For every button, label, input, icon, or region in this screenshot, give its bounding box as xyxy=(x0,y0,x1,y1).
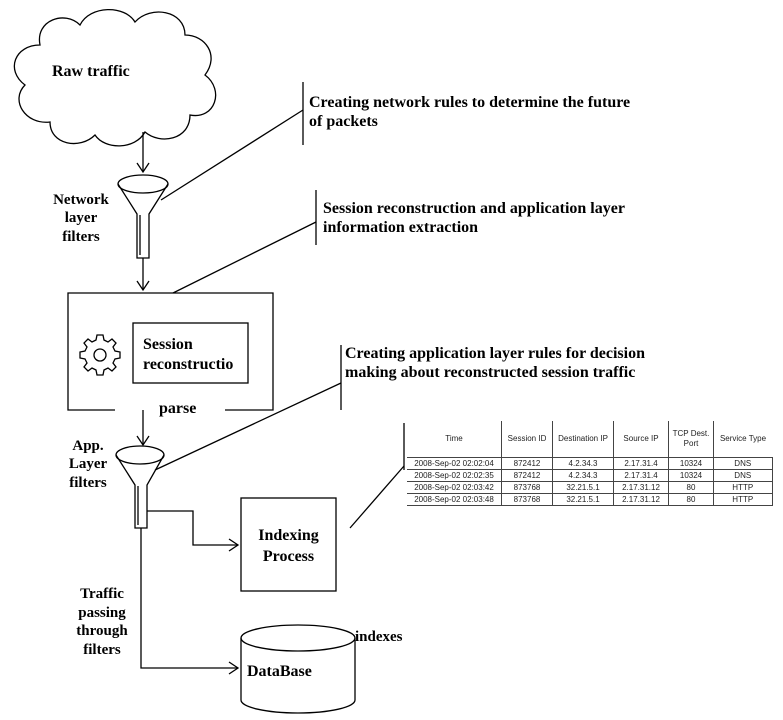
table-cell: 4.2.34.3 xyxy=(552,469,614,482)
network-rules-note-line1: Creating network rules to determine the … xyxy=(309,94,631,111)
gear-icon xyxy=(79,334,121,376)
table-cell: 32.21.5.1 xyxy=(552,481,614,494)
table-cell: 32.21.5.1 xyxy=(552,493,614,506)
table-cell: HTTP xyxy=(713,493,773,506)
table-cell: 873768 xyxy=(501,493,553,506)
table-cell: 2008-Sep-02 02:02:04 xyxy=(407,457,502,470)
callout-indexes xyxy=(349,423,405,529)
app-filters-label-line3: filters xyxy=(69,475,107,491)
app-funnel-icon xyxy=(115,445,165,529)
table-cell: 872412 xyxy=(501,457,553,470)
table-cell: 2008-Sep-02 02:02:35 xyxy=(407,469,502,482)
session-inner-box xyxy=(132,322,249,384)
callout-session xyxy=(172,190,317,294)
traffic-passing-label-line4: filters xyxy=(83,642,121,658)
network-filters-label-line3: filters xyxy=(62,229,100,245)
traffic-passing-label-line2: passing xyxy=(78,605,126,621)
table-cell: 2.17.31.12 xyxy=(613,481,669,494)
indexing-label-line1: Indexing xyxy=(258,527,319,544)
table-cell: 10324 xyxy=(668,469,714,482)
traffic-passing-label-line1: Traffic xyxy=(80,586,124,602)
table-cell: 873768 xyxy=(501,481,553,494)
table-cell: 4.2.34.3 xyxy=(552,457,614,470)
table-cell: 872412 xyxy=(501,469,553,482)
column-header-time: Time xyxy=(445,434,463,443)
network-rules-note-line2: of packets xyxy=(309,113,378,130)
callout-app-rules xyxy=(154,345,342,471)
callout-network-rules xyxy=(160,82,304,201)
table-cell: 2.17.31.12 xyxy=(613,493,669,506)
session-box-frame xyxy=(67,292,274,411)
table-row: 2008-Sep-02 02:02:04 872412 4.2.34.3 2.1… xyxy=(407,457,773,470)
session-note-line1: Session reconstruction and application l… xyxy=(323,200,625,217)
table-cell: 80 xyxy=(668,493,714,506)
session-box-label-line1: Session xyxy=(143,336,193,353)
table-row: 2008-Sep-02 02:03:42 873768 32.21.5.1 2.… xyxy=(407,481,773,494)
column-header-session-id: Session ID xyxy=(501,421,553,458)
indexing-label-line2: Process xyxy=(262,548,315,565)
session-log-table: Time Session ID Destination IP Source IP… xyxy=(407,421,773,506)
table-cell: DNS xyxy=(713,469,773,482)
column-header-service-type: Service Type xyxy=(713,421,772,458)
app-rules-note-line2: making about reconstructed session traff… xyxy=(345,364,636,381)
table-cell: 80 xyxy=(668,481,714,494)
table-cell: 10324 xyxy=(668,457,714,470)
table-cell: 2008-Sep-02 02:03:42 xyxy=(407,481,502,494)
column-header-source-ip: Source IP xyxy=(613,421,669,458)
traffic-passing-label-line3: through xyxy=(76,623,128,639)
network-filters-label-line1: Network xyxy=(53,192,109,208)
column-header-tcp-dest-port: TCP Dest. Port xyxy=(668,421,714,458)
indexing-box xyxy=(240,497,337,592)
column-header-destination-ip: Destination IP xyxy=(552,421,614,458)
database-label: DataBase xyxy=(247,663,312,680)
network-funnel-icon xyxy=(117,174,169,259)
app-rules-note-line1: Creating application layer rules for dec… xyxy=(345,345,645,362)
table-cell: 2.17.31.4 xyxy=(613,457,669,470)
table-cell: HTTP xyxy=(713,481,773,494)
indexes-label: indexes xyxy=(355,629,403,645)
table-row: 2008-Sep-02 02:02:35 872412 4.2.34.3 2.1… xyxy=(407,469,773,482)
table-row: 2008-Sep-02 02:03:48 873768 32.21.5.1 2.… xyxy=(407,493,773,506)
cloud-icon xyxy=(13,9,217,147)
table-header-row: Time Session ID Destination IP Source IP… xyxy=(407,421,772,458)
app-filters-label-line2: Layer xyxy=(68,456,108,472)
parse-label: parse xyxy=(159,400,197,417)
app-filters-label-line1: App. xyxy=(72,438,104,454)
database-cylinder-icon xyxy=(240,624,356,714)
raw-traffic-label: Raw traffic xyxy=(52,63,130,80)
session-box-label-line2: reconstructio xyxy=(143,356,234,373)
table-cell: 2.17.31.4 xyxy=(613,469,669,482)
session-note-line2: information extraction xyxy=(323,219,479,236)
network-filters-label-line2: layer xyxy=(64,210,98,226)
table-cell: 2008-Sep-02 02:03:48 xyxy=(407,493,502,506)
table-cell: DNS xyxy=(713,457,773,470)
